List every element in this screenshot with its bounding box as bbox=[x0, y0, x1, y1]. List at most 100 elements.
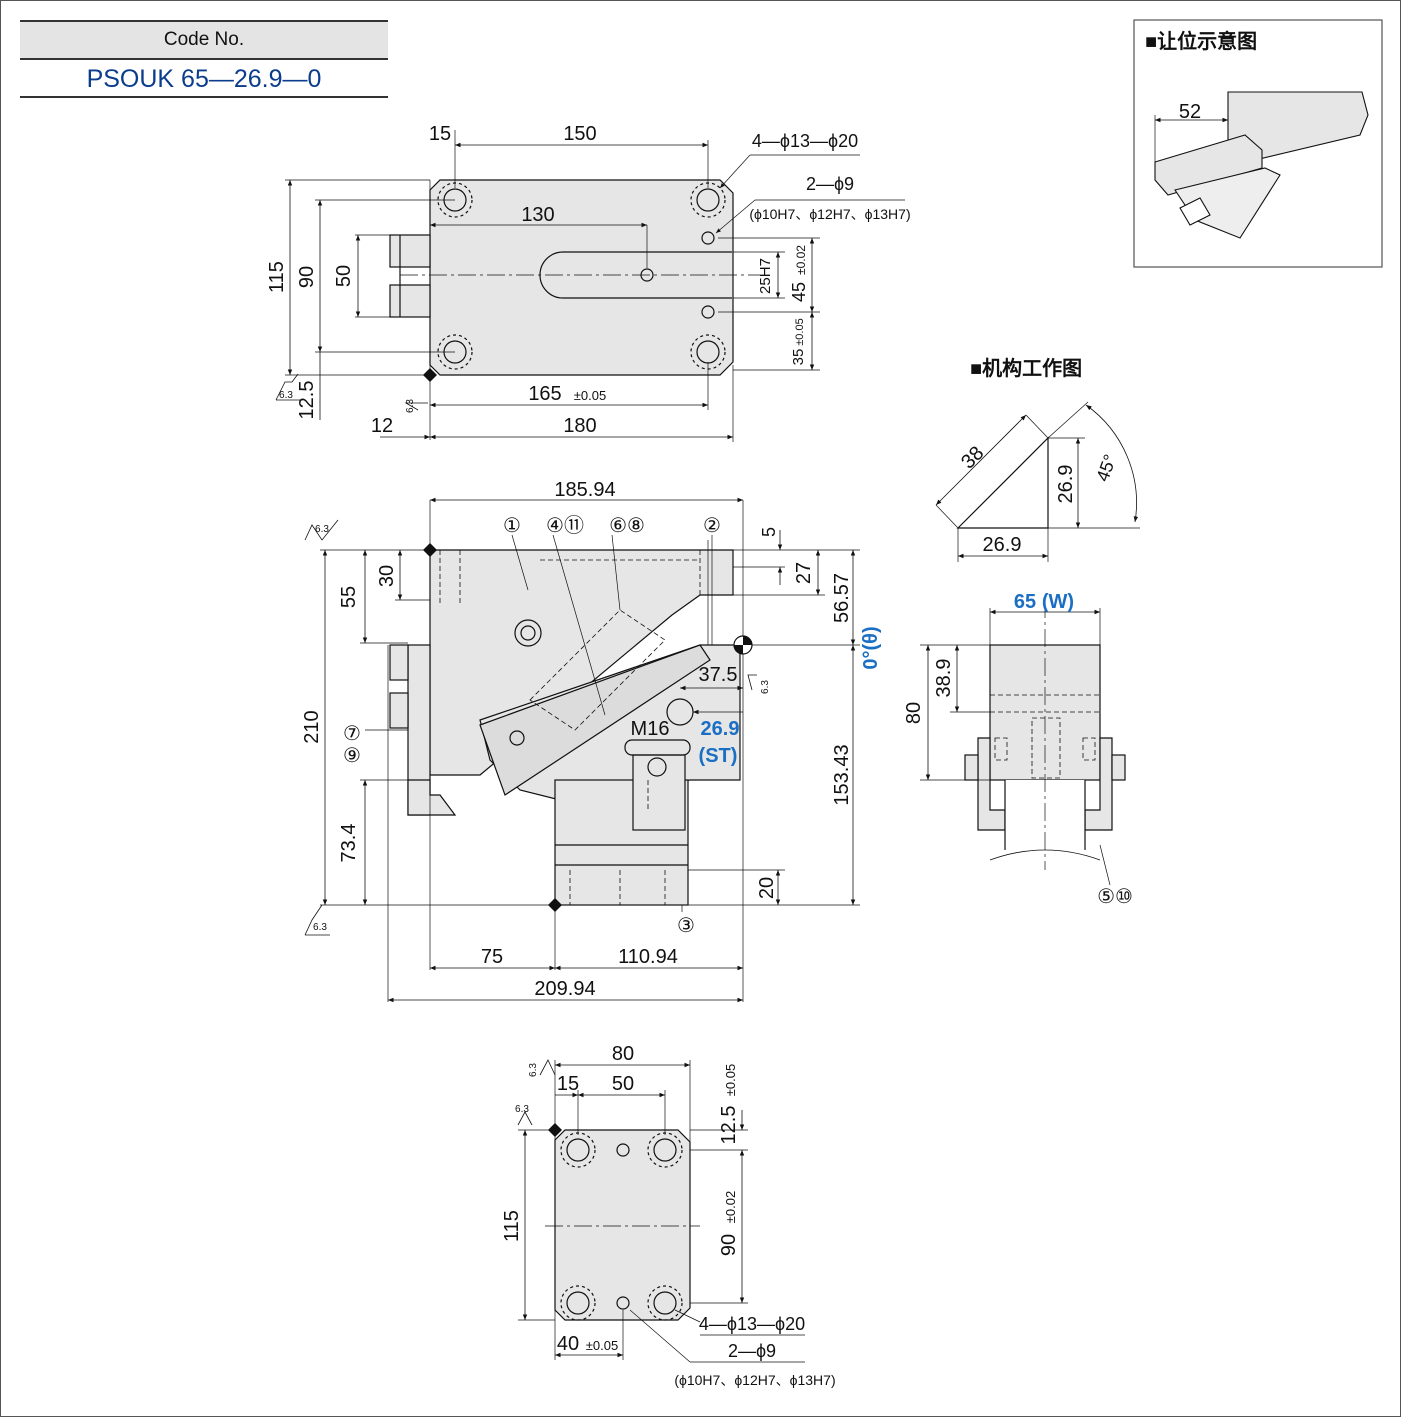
callout-7: ⑦ bbox=[343, 723, 361, 745]
dim-26-9-h: 26.9 bbox=[1055, 465, 1077, 504]
dim-15: 15 bbox=[557, 1073, 579, 1095]
roughness-mark: 6.3 bbox=[279, 390, 293, 401]
dim-38: 38 bbox=[957, 442, 988, 473]
dim-37-5: 37.5 bbox=[699, 664, 738, 686]
dim-45-deg: 45° bbox=[1092, 452, 1120, 484]
mechanism-labels: ■机构工作图 38 26.9 26.9 45° bbox=[957, 356, 1120, 556]
relief-inset bbox=[1133, 19, 1383, 268]
hex-bolt-block bbox=[632, 754, 686, 831]
relief-inset-labels: ■让位示意图 52 bbox=[1145, 29, 1257, 123]
dim-45: 45 bbox=[789, 282, 809, 302]
dim-165-tol: ±0.05 bbox=[574, 388, 606, 403]
front-view-labels: 185.94 5 27 56.57 30 55 210 73.4 37.5 15… bbox=[301, 479, 882, 1000]
stroke-value: 26.9 bbox=[701, 718, 740, 740]
dim-12: 12 bbox=[371, 415, 393, 437]
roughness-mark: 6.3 bbox=[760, 680, 771, 694]
dim-165: 165 bbox=[528, 383, 561, 405]
mechanism-diagram bbox=[935, 401, 1140, 562]
code-number-box: Code No. PSOUK 65—26.9—0 bbox=[20, 20, 388, 98]
callout-2: ② bbox=[703, 515, 721, 537]
roughness-mark: 6.3 bbox=[313, 922, 327, 933]
dim-153-43: 153.43 bbox=[831, 744, 853, 805]
side-view bbox=[920, 600, 1126, 886]
dim-12-5: 12.5 bbox=[718, 1106, 740, 1145]
clamp-arm bbox=[479, 644, 711, 796]
callout-5-10: ⑤⑩ bbox=[1097, 886, 1133, 908]
callout-3: ③ bbox=[677, 915, 695, 937]
dim-55: 55 bbox=[338, 586, 360, 608]
dim-210: 210 bbox=[301, 710, 323, 743]
dim-80: 80 bbox=[612, 1043, 634, 1065]
top-cylinder-stub-lower bbox=[389, 284, 431, 318]
holes-b-fit: (ϕ10H7、ϕ12H7、ϕ13H7) bbox=[749, 206, 910, 222]
top-view bbox=[275, 130, 905, 442]
dim-130: 130 bbox=[521, 204, 554, 226]
dim-73-4: 73.4 bbox=[338, 824, 360, 863]
dim-90-tol: ±0.02 bbox=[723, 1191, 738, 1223]
width-label: (W) bbox=[1042, 591, 1074, 613]
dim-150: 150 bbox=[563, 123, 596, 145]
dim-56-57: 56.57 bbox=[831, 573, 853, 623]
holes-b-note: 2—ϕ9 bbox=[728, 1341, 776, 1361]
dim-180: 180 bbox=[563, 415, 596, 437]
pin-hole bbox=[701, 305, 715, 319]
roughness-mark: 6.3 bbox=[528, 1063, 539, 1077]
top-view-labels: 15 150 130 115 90 50 12.5 12 180 165 ±0.… bbox=[266, 123, 911, 437]
relief-dim-52: 52 bbox=[1179, 101, 1201, 123]
dim-12-5: 12.5 bbox=[296, 381, 318, 420]
dim-115: 115 bbox=[501, 1210, 523, 1242]
hole bbox=[696, 188, 720, 212]
dim-209-94: 209.94 bbox=[534, 978, 595, 1000]
callout-9: ⑨ bbox=[343, 745, 361, 767]
code-header: Code No. bbox=[20, 20, 388, 60]
thread-m16: M16 bbox=[631, 718, 670, 740]
holes-b-note: 2—ϕ9 bbox=[806, 174, 854, 194]
dim-90: 90 bbox=[718, 1234, 740, 1256]
dim-75: 75 bbox=[481, 946, 503, 968]
dim-40: 40 bbox=[557, 1333, 579, 1355]
dim-35: 35 bbox=[790, 349, 807, 366]
angle-theta: 0°(θ) bbox=[860, 626, 882, 669]
dim-45-tol: ±0.02 bbox=[794, 245, 808, 275]
dim-115: 115 bbox=[266, 261, 288, 293]
dim-5: 5 bbox=[759, 527, 779, 537]
bottom-view bbox=[517, 1059, 805, 1363]
holes-a-note: 4—ϕ13—ϕ20 bbox=[699, 1314, 805, 1334]
front-view bbox=[304, 497, 860, 1003]
dim-27: 27 bbox=[793, 562, 815, 584]
dim-25h7: 25H7 bbox=[757, 258, 774, 294]
dim-26-9-w: 26.9 bbox=[983, 534, 1022, 556]
dim-12-5-tol: ±0.05 bbox=[723, 1064, 738, 1096]
callout-4-11: ④⑪ bbox=[546, 514, 584, 537]
stroke-label: (ST) bbox=[699, 745, 738, 767]
roughness-mark: 6.3 bbox=[405, 399, 416, 413]
dim-15: 15 bbox=[429, 123, 451, 145]
relief-title: ■让位示意图 bbox=[1145, 29, 1257, 53]
side-view-labels: 65 (W) 38.9 80 ⑤⑩ bbox=[903, 591, 1133, 908]
callout-1: ① bbox=[503, 515, 521, 537]
roughness-mark: 6.3 bbox=[315, 524, 329, 535]
bottom-plate bbox=[554, 1129, 691, 1321]
callout-6-8: ⑥⑧ bbox=[609, 515, 645, 537]
dim-38-9: 38.9 bbox=[933, 659, 955, 698]
dim-90: 90 bbox=[296, 266, 318, 288]
top-cylinder-stub-upper bbox=[389, 234, 431, 268]
code-value: PSOUK 65—26.9—0 bbox=[20, 60, 388, 98]
bottom-view-labels: 80 15 50 12.5 ±0.05 115 90 ±0.02 40 ±0.0… bbox=[501, 1043, 836, 1388]
dim-30: 30 bbox=[376, 565, 398, 587]
dim-50: 50 bbox=[612, 1073, 634, 1095]
holes-b-fit: (ϕ10H7、ϕ12H7、ϕ13H7) bbox=[674, 1372, 835, 1388]
roughness-mark: 6.3 bbox=[515, 1104, 529, 1115]
dim-40-tol: ±0.05 bbox=[586, 1338, 618, 1353]
dim-185-94: 185.94 bbox=[554, 479, 615, 501]
dim-50: 50 bbox=[333, 265, 355, 287]
dim-80: 80 bbox=[903, 702, 925, 724]
mechanism-title: ■机构工作图 bbox=[970, 356, 1082, 380]
dim-35-tol: ±0.05 bbox=[794, 318, 806, 345]
pin-hole bbox=[701, 231, 715, 245]
dim-110-94: 110.94 bbox=[618, 946, 678, 968]
holes-a-note: 4—ϕ13—ϕ20 bbox=[752, 131, 858, 151]
cap-screw bbox=[514, 619, 542, 647]
dim-20: 20 bbox=[756, 877, 778, 899]
